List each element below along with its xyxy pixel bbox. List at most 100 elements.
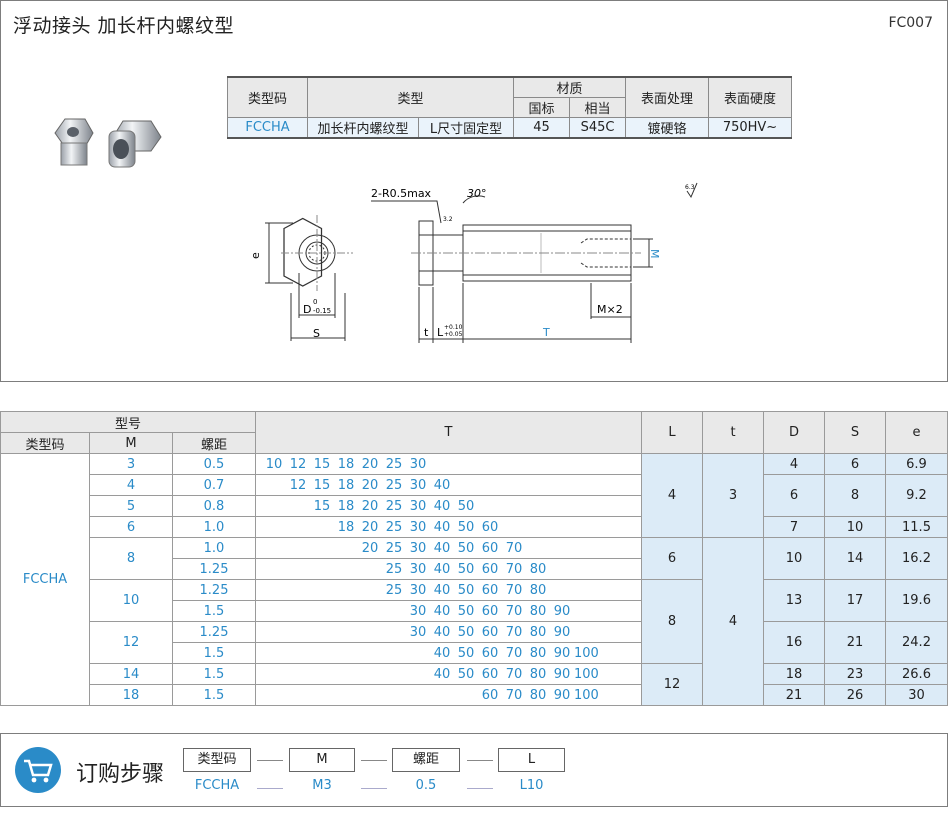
spec-surface: 镀硬铬 [625, 117, 709, 139]
pitch-cell: 1.5 [172, 663, 256, 685]
t-value: 40 [433, 478, 451, 493]
spec-header-surface: 表面处理 [625, 76, 709, 118]
side-view [371, 195, 653, 343]
header-L: L [641, 411, 703, 454]
t-value: 90 [553, 625, 571, 640]
cart-icon [15, 747, 61, 793]
e-cell: 24.2 [885, 621, 948, 664]
pitch-cell: 0.8 [172, 495, 256, 517]
d-cell: 21 [763, 684, 825, 706]
t-value: 60 [481, 667, 499, 682]
order-value-pitch: 0.5 [415, 778, 437, 793]
spec-header-mat-eq: 相当 [569, 97, 626, 118]
t-value: 12 [289, 457, 307, 472]
product-photo [54, 118, 162, 168]
order-field-type-code: 类型码 [183, 748, 251, 772]
spec-type-1: 加长杆内螺纹型 [307, 117, 419, 139]
roughness-1: 3.2 [443, 216, 453, 223]
t-cell: 3 [702, 453, 764, 538]
t-value: 15 [313, 457, 331, 472]
spec-mat-std: 45 [513, 117, 570, 139]
d-cell: 7 [763, 516, 825, 538]
spec-mat-eq: S45C [569, 117, 626, 139]
l-cell: 4 [641, 453, 703, 538]
t-cell: 4 [702, 537, 764, 706]
t-value: 80 [529, 604, 547, 619]
t-value: 30 [409, 457, 427, 472]
t-value: 60 [481, 520, 499, 535]
t-value: 40 [433, 625, 451, 640]
pitch-cell: 1.0 [172, 516, 256, 538]
t-value: 90 [553, 604, 571, 619]
t-value: 20 [361, 478, 379, 493]
dim-d-tol-up: 0 [313, 298, 317, 306]
t-value: 30 [409, 499, 427, 514]
t-value: 90 [553, 646, 571, 661]
t-value: 30 [409, 583, 427, 598]
e-cell: 19.6 [885, 579, 948, 622]
header-S: S [824, 411, 886, 454]
order-field-l: L [498, 748, 565, 772]
t-value: 50 [457, 499, 475, 514]
order-field-pitch: 螺距 [392, 748, 460, 772]
technical-drawing: e D 0 -0.15 S [249, 182, 698, 343]
t-value: 60 [481, 541, 499, 556]
s-cell: 17 [824, 579, 886, 622]
dim-l-tol-low: +0.05 [444, 331, 463, 338]
s-cell: 26 [824, 684, 886, 706]
order-value-type-code: FCCHA [194, 778, 240, 793]
t-value: 40 [433, 667, 451, 682]
e-cell: 11.5 [885, 516, 948, 538]
t-value: 20 [361, 457, 379, 472]
t-value: 90 [553, 688, 571, 703]
dim-l-label: L [437, 326, 444, 339]
dim-t-label: t [424, 326, 429, 339]
d-cell: 6 [763, 474, 825, 517]
roughness-2: 6.3 [685, 184, 695, 191]
t-value: 60 [481, 646, 499, 661]
d-cell: 16 [763, 621, 825, 664]
spec-header-type-code: 类型码 [227, 76, 308, 118]
t-value: 25 [385, 562, 403, 577]
t-value: 18 [337, 478, 355, 493]
m-cell: 4 [89, 474, 173, 496]
t-value: 50 [457, 562, 475, 577]
spec-header-mat-std: 国标 [513, 97, 570, 118]
spec-table: 类型码 类型 材质 表面处理 表面硬度 国标 相当 FCCHA 加长杆内螺纹型 … [227, 76, 792, 139]
dim-d-label: D [303, 303, 311, 316]
t-value: 30 [409, 478, 427, 493]
header-pitch: 螺距 [172, 432, 256, 454]
t-value: 25 [385, 541, 403, 556]
t-value: 80 [529, 625, 547, 640]
t-value: 60 [481, 688, 499, 703]
spec-type-2: L尺寸固定型 [418, 117, 514, 139]
t-value: 100 [574, 667, 599, 682]
dim-mx2-label: M×2 [597, 303, 623, 316]
t-value: 80 [529, 646, 547, 661]
pitch-cell: 0.5 [172, 453, 256, 475]
pitch-cell: 1.0 [172, 537, 256, 559]
t-value: 40 [433, 499, 451, 514]
t-value: 40 [433, 646, 451, 661]
l-cell: 6 [641, 537, 703, 580]
dim-l-tol-up: +0.10 [444, 324, 463, 331]
dim-d-tol-low: -0.15 [313, 307, 331, 315]
t-value: 80 [529, 667, 547, 682]
header-t: t [702, 411, 764, 454]
s-cell: 10 [824, 516, 886, 538]
t-value: 50 [457, 520, 475, 535]
t-value: 50 [457, 583, 475, 598]
front-view [265, 215, 353, 341]
